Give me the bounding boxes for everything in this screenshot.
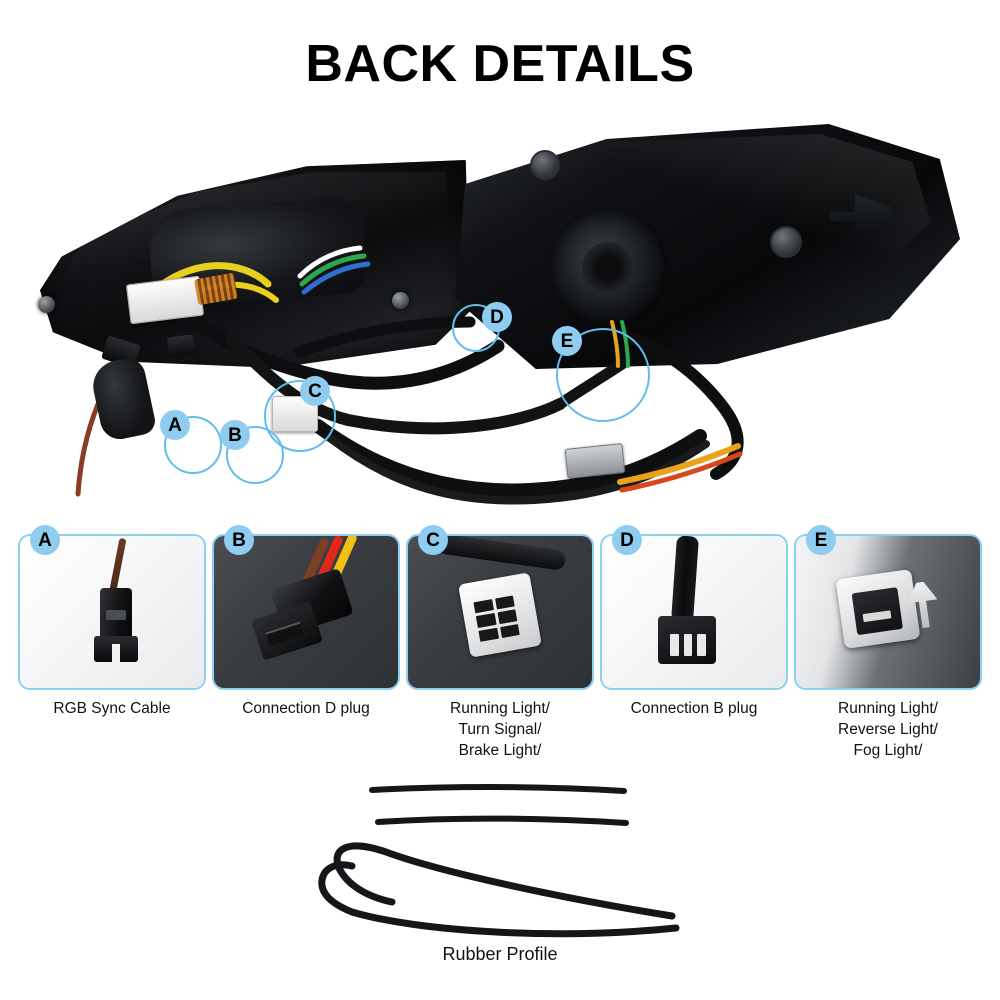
connector-e-core [851, 587, 903, 636]
connector-c-body [458, 572, 542, 658]
bulb-socket [548, 208, 668, 328]
rubber-strip-straight-top [369, 784, 627, 794]
connector-d-body [658, 616, 716, 664]
rubber-profile-strips [318, 784, 680, 938]
card-badge-b: B [224, 525, 254, 555]
card-photo-c [406, 534, 594, 690]
card-photo-d [600, 534, 788, 690]
callout-circle-e [556, 328, 650, 422]
callout-circle-c [264, 380, 336, 452]
rubber-strip-straight-middle [375, 815, 629, 826]
harness-black-plug-2 [166, 334, 196, 358]
mounting-stud-left-1 [38, 296, 55, 313]
card-badge-e: E [806, 525, 836, 555]
card-caption-a: RGB Sync Cable [53, 700, 171, 717]
connector-card-a[interactable]: A RGB Sync Cable [18, 525, 206, 761]
card-caption-e: Running Light/ Reverse Light/ Fog Light/ [838, 700, 938, 759]
card-badge-c: C [418, 525, 448, 555]
card-caption-c: Running Light/ Turn Signal/ Brake Light/ [450, 700, 550, 759]
connector-card-d[interactable]: D Connection B plug [600, 525, 788, 761]
connector-d-pins [670, 634, 707, 656]
callout-badge-b: B [220, 420, 250, 450]
callout-badge-d: D [482, 302, 512, 332]
callout-circle-b [226, 426, 284, 484]
callout-circle-a [164, 416, 222, 474]
card-badge-a: A [30, 525, 60, 555]
rubber-profile-label: Rubber Profile [442, 944, 558, 964]
connector-c-pins [473, 595, 520, 642]
connector-e-body [835, 569, 921, 649]
rubber-profile-photo [0, 776, 1000, 946]
card-caption-d: Connection B plug [630, 700, 758, 717]
connector-a-terminal [94, 636, 138, 662]
page-title: BACK DETAILS [305, 35, 695, 93]
callout-badge-c: C [300, 376, 330, 406]
callout-badge-a: A [160, 410, 190, 440]
connector-card-e[interactable]: E Running Light/ Reverse Light/ Fog Ligh… [794, 525, 982, 761]
connector-card-c[interactable]: C Running Light/ Turn Signal/ Brake Ligh… [406, 525, 594, 761]
connector-cards-row: A RGB Sync Cable B Connection D plug C [18, 525, 984, 761]
card-photo-e [794, 534, 982, 690]
card-caption-b: Connection D plug [242, 700, 370, 717]
connector-card-b[interactable]: B Connection D plug [212, 525, 400, 761]
card-photo-b [212, 534, 400, 690]
rubber-strip-curved-lower [318, 861, 680, 938]
hero-product-photo: A B C D E [0, 108, 1000, 508]
card-badge-d: D [612, 525, 642, 555]
rubber-strip-u-shaped [333, 842, 676, 920]
rubber-cap-1 [530, 150, 560, 180]
mounting-stud-left-2 [392, 292, 409, 309]
callout-badge-e: E [552, 326, 582, 356]
rubber-cap-2 [770, 226, 802, 258]
harness-connector-e [564, 443, 626, 479]
card-photo-a [18, 534, 206, 690]
